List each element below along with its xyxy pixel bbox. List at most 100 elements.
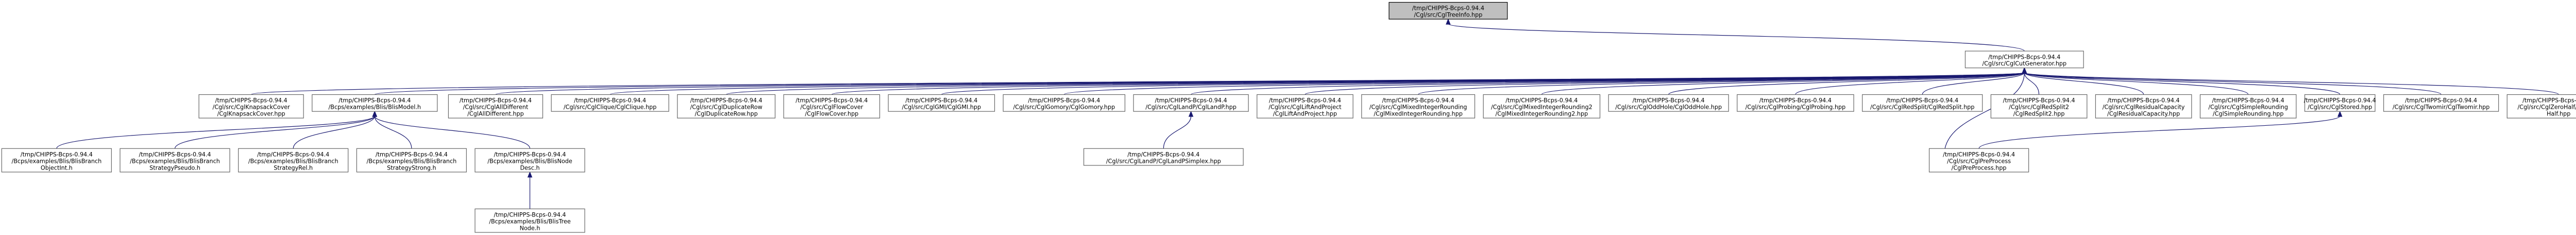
node-box bbox=[120, 148, 230, 173]
node-treenode[interactable]: /tmp/CHIPPS-Bcps-0.94.4/Bcps/examples/Bl… bbox=[474, 208, 585, 233]
node-label-line: /CglRedSplit2.hpp bbox=[2013, 111, 2065, 118]
node-stored[interactable]: /tmp/CHIPPS-Bcps-0.94.4/Cgl/src/CglStore… bbox=[2304, 94, 2376, 112]
node-zerohalf[interactable]: /tmp/CHIPPS-Bcps-0.94.4/Cgl/src/CglZeroH… bbox=[2506, 94, 2576, 119]
node-simpleround[interactable]: /tmp/CHIPPS-Bcps-0.94.4/Cgl/src/CglSimpl… bbox=[2199, 94, 2297, 119]
node-oddhole[interactable]: /tmp/CHIPPS-Bcps-0.94.4/Cgl/src/CglOddHo… bbox=[1608, 94, 1729, 112]
node-box bbox=[1608, 94, 1729, 112]
node-label-line: /Cgl/src/CglRedSplit2 bbox=[2009, 104, 2069, 111]
node-root[interactable]: /tmp/CHIPPS-Bcps-0.94.4/Cgl/src/CglTreeI… bbox=[1388, 2, 1508, 20]
node-label-line: /Bcps/examples/Blis/BlisBranch bbox=[366, 158, 456, 164]
node-redsplit[interactable]: /tmp/CHIPPS-Bcps-0.94.4/Cgl/src/CglRedSp… bbox=[1862, 94, 1983, 112]
node-landp[interactable]: /tmp/CHIPPS-Bcps-0.94.4/Cgl/src/CglLandP… bbox=[1133, 94, 1249, 112]
node-label-line: /Cgl/src/CglProbing/CglProbing.hpp bbox=[1745, 104, 1846, 111]
edge-oddhole-to-cutgen bbox=[1668, 72, 2025, 95]
node-box bbox=[1964, 51, 2084, 69]
node-box bbox=[2199, 94, 2297, 119]
edge-residual-to-cutgen bbox=[2024, 72, 2144, 95]
node-box bbox=[2095, 94, 2192, 119]
node-nodedesc[interactable]: /tmp/CHIPPS-Bcps-0.94.4/Bcps/examples/Bl… bbox=[474, 148, 585, 173]
node-label-line: /Cgl/src/CglResidualCapacity bbox=[2103, 104, 2185, 111]
edge-bbstratpseudo-to-blismodel bbox=[174, 115, 375, 149]
node-blismodel[interactable]: /tmp/CHIPPS-Bcps-0.94.4/Bcps/examples/Bl… bbox=[312, 94, 438, 112]
node-label-line: /tmp/CHIPPS-Bcps-0.94.4 bbox=[1886, 97, 1958, 104]
edge-bbstratrel-to-blismodel bbox=[293, 116, 375, 149]
node-label-line: /Cgl/src/CglLandP/CglLandPSimplex.hpp bbox=[1106, 158, 1221, 164]
node-label-line: /tmp/CHIPPS-Bcps-0.94.4 bbox=[1633, 97, 1705, 104]
node-label-line: /tmp/CHIPPS-Bcps-0.94.4 bbox=[1412, 5, 1484, 12]
node-box bbox=[198, 94, 304, 119]
node-mir[interactable]: /tmp/CHIPPS-Bcps-0.94.4/Cgl/src/CglMixed… bbox=[1361, 94, 1476, 119]
node-label-line: /Cgl/src/CglRedSplit/CglRedSplit.hpp bbox=[1870, 104, 1974, 111]
node-clique[interactable]: /tmp/CHIPPS-Bcps-0.94.4/Cgl/src/CglCliqu… bbox=[551, 94, 669, 112]
node-label-line: /Cgl/src/CglDuplicateRow bbox=[690, 104, 762, 111]
node-mir2[interactable]: /tmp/CHIPPS-Bcps-0.94.4/Cgl/src/CglMixed… bbox=[1483, 94, 1601, 119]
node-bbobjint[interactable]: /tmp/CHIPPS-Bcps-0.94.4/Bcps/examples/Bl… bbox=[1, 148, 112, 173]
node-label-line: /Bcps/examples/Blis/BlisBranch bbox=[248, 158, 338, 164]
node-twomir[interactable]: /tmp/CHIPPS-Bcps-0.94.4/Cgl/src/CglTwomi… bbox=[2383, 94, 2499, 112]
node-label-line: /tmp/CHIPPS-Bcps-0.94.4 bbox=[494, 151, 566, 158]
node-probing[interactable]: /tmp/CHIPPS-Bcps-0.94.4/Cgl/src/CglProbi… bbox=[1737, 94, 1854, 112]
node-preprocess[interactable]: /tmp/CHIPPS-Bcps-0.94.4/Cgl/src/CglPrePr… bbox=[1928, 148, 2029, 173]
node-box bbox=[677, 94, 776, 119]
edge-preprocess-to-stored bbox=[1978, 115, 2341, 149]
node-allinone[interactable]: /tmp/CHIPPS-Bcps-0.94.4/Cgl/src/CglAllDi… bbox=[448, 94, 544, 119]
node-box bbox=[888, 94, 995, 112]
node-label-line: Desc.h bbox=[520, 164, 539, 171]
node-label-line: /Cgl/src/CglTwomir/CglTwomir.hpp bbox=[2393, 104, 2489, 111]
node-label-line: /Bcps/examples/Blis/BlisNode bbox=[487, 158, 572, 164]
node-label-line: /Cgl/src/CglMixedIntegerRounding2 bbox=[1491, 104, 1592, 111]
node-label-line: /tmp/CHIPPS-Bcps-0.94.4 bbox=[1759, 97, 1832, 104]
node-label-line: /tmp/CHIPPS-Bcps-0.94.4 bbox=[1943, 151, 2015, 158]
edge-bbobjint-to-blismodel bbox=[56, 115, 375, 149]
edges-layer bbox=[56, 18, 2559, 209]
node-duplicate[interactable]: /tmp/CHIPPS-Bcps-0.94.4/Cgl/src/CglDupli… bbox=[677, 94, 776, 119]
node-box bbox=[2383, 94, 2499, 112]
node-label-line: /Cgl/src/CglCutGenerator.hpp bbox=[1982, 60, 2067, 67]
node-label-line: /CglFlowCover.hpp bbox=[805, 111, 858, 118]
node-label-line: /CglPreProcess.hpp bbox=[1952, 164, 2007, 171]
edge-stored-to-cutgen bbox=[2024, 72, 2341, 95]
node-label-line: /tmp/CHIPPS-Bcps-0.94.4 bbox=[376, 151, 448, 158]
edge-redsplit2-to-cutgen bbox=[2024, 72, 2040, 95]
node-bbstratrel[interactable]: /tmp/CHIPPS-Bcps-0.94.4/Bcps/examples/Bl… bbox=[238, 148, 349, 173]
node-bbstratpseudo[interactable]: /tmp/CHIPPS-Bcps-0.94.4/Bcps/examples/Bl… bbox=[120, 148, 230, 173]
node-label-line: /Cgl/src/CglStored.hpp bbox=[2308, 104, 2372, 111]
edge-bbstratstrong-to-blismodel bbox=[374, 116, 412, 149]
node-box bbox=[1388, 2, 1508, 20]
node-box bbox=[474, 148, 585, 173]
node-box bbox=[448, 94, 544, 119]
edge-zerohalf-to-cutgen bbox=[2024, 72, 2559, 95]
node-redsplit2[interactable]: /tmp/CHIPPS-Bcps-0.94.4/Cgl/src/CglRedSp… bbox=[1990, 94, 2088, 119]
node-gmi[interactable]: /tmp/CHIPPS-Bcps-0.94.4/Cgl/src/CglGMI/C… bbox=[888, 94, 995, 112]
edge-mir2-to-cutgen bbox=[1541, 72, 2025, 95]
node-label-line: /Cgl/src/CglOddHole/CglOddHole.hpp bbox=[1615, 104, 1722, 111]
node-label-line: /tmp/CHIPPS-Bcps-0.94.4 bbox=[1505, 97, 1578, 104]
node-label-line: /Cgl/src/CglLiftAndProject bbox=[1268, 104, 1342, 111]
node-cutgen[interactable]: /tmp/CHIPPS-Bcps-0.94.4/Cgl/src/CglCutGe… bbox=[1964, 51, 2084, 69]
arrowhead bbox=[2022, 67, 2027, 74]
node-label-line: StrategyStrong.h bbox=[387, 164, 436, 171]
arrowhead bbox=[1446, 18, 1451, 25]
node-label-line: /tmp/CHIPPS-Bcps-0.94.4 bbox=[2108, 97, 2180, 104]
node-label-line: /Bcps/examples/Blis/BlisBranch bbox=[11, 158, 101, 164]
edge-simpleround-to-cutgen bbox=[2024, 72, 2249, 95]
node-liftandproject[interactable]: /tmp/CHIPPS-Bcps-0.94.4/Cgl/src/CglLiftA… bbox=[1257, 94, 1353, 119]
node-flowcover[interactable]: /tmp/CHIPPS-Bcps-0.94.4/Cgl/src/CglFlowC… bbox=[783, 94, 880, 119]
node-gomory[interactable]: /tmp/CHIPPS-Bcps-0.94.4/Cgl/src/CglGomor… bbox=[1003, 94, 1126, 112]
node-landpsimplex[interactable]: /tmp/CHIPPS-Bcps-0.94.4/Cgl/src/CglLandP… bbox=[1083, 148, 1244, 166]
node-box bbox=[1083, 148, 1244, 166]
node-label-line: Node.h bbox=[520, 225, 540, 231]
edge-probing-to-cutgen bbox=[1795, 72, 2025, 95]
edge-landpsimplex-to-landp bbox=[1163, 116, 1192, 149]
node-bbstratstrong[interactable]: /tmp/CHIPPS-Bcps-0.94.4/Bcps/examples/Bl… bbox=[356, 148, 467, 173]
node-residual[interactable]: /tmp/CHIPPS-Bcps-0.94.4/Cgl/src/CglResid… bbox=[2095, 94, 2192, 119]
node-box bbox=[551, 94, 669, 112]
node-label-line: /tmp/CHIPPS-Bcps-0.94.4 bbox=[2405, 97, 2477, 104]
node-label-line: /CglDuplicateRow.hpp bbox=[695, 111, 758, 118]
node-knapsack[interactable]: /tmp/CHIPPS-Bcps-0.94.4/Cgl/src/CglKnaps… bbox=[198, 94, 304, 119]
edge-cutgen-to-root bbox=[1448, 23, 2025, 52]
node-box bbox=[783, 94, 880, 119]
node-box bbox=[238, 148, 349, 173]
arrowhead bbox=[2337, 110, 2343, 117]
